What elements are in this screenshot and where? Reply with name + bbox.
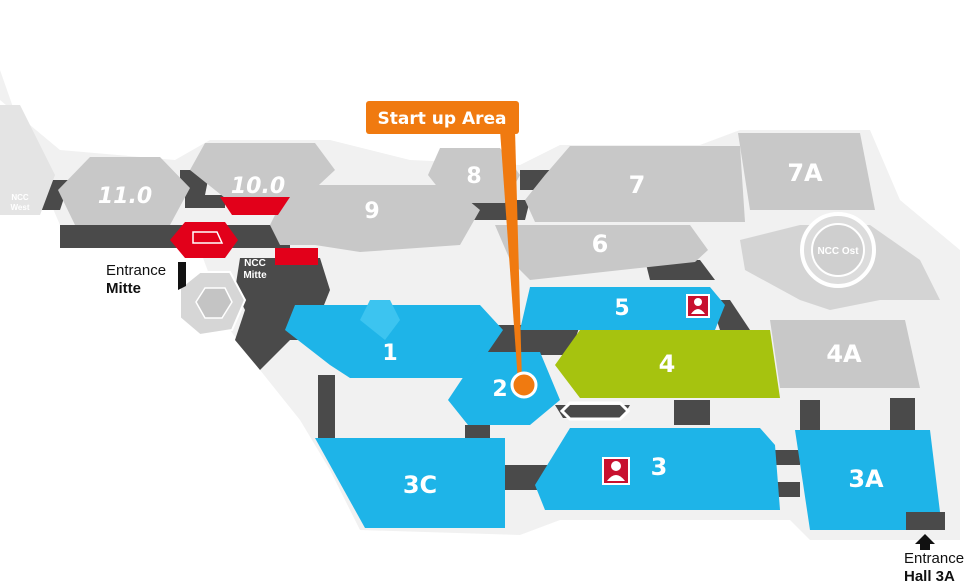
callout-text: Start up Area — [377, 109, 506, 129]
entrance-mitte-arrow-icon — [178, 262, 186, 290]
hall-7A-label: 7A — [787, 159, 823, 187]
hall-3-shape[interactable] — [535, 428, 780, 510]
entrance-3a-label-line1: Entrance — [904, 550, 964, 567]
hall-4A-shape[interactable] — [770, 320, 920, 388]
hall-7-label: 7 — [629, 171, 646, 199]
red-markers — [170, 197, 318, 265]
info-point-hall-5[interactable] — [686, 294, 710, 318]
red-hex-entrance — [170, 222, 238, 258]
ncc-ost-label: NCC Ost — [817, 246, 859, 257]
hall-3C-label: 3C — [403, 471, 437, 499]
building-labels: NCC West NCC Mitte NCC Ost — [11, 193, 860, 281]
hall-10-0-shape[interactable] — [190, 143, 335, 198]
entrance-mitte-label-line2: Mitte — [106, 280, 141, 297]
hall-9-shape[interactable] — [270, 185, 480, 252]
ncc-west-building — [0, 105, 55, 215]
entrance-mitte: Entrance Mitte — [106, 262, 186, 297]
ncc-west-label-line1: NCC — [11, 193, 29, 202]
hall-3-label: 3 — [651, 453, 668, 481]
start-up-area-marker — [510, 371, 538, 399]
hall-7A-shape[interactable] — [738, 133, 875, 210]
ncc-mitte-label-line2: Mitte — [243, 270, 267, 281]
person-icon — [607, 461, 625, 481]
corridor-hex — [559, 401, 631, 421]
hall-2-label: 2 — [492, 377, 507, 402]
callout-box — [366, 101, 519, 134]
entrance-3a-label-line2: Hall 3A — [904, 568, 955, 585]
entrance-mitte-label-line1: Entrance — [106, 262, 166, 279]
hall-5-shape[interactable] — [520, 287, 725, 330]
hall-3C-shape[interactable] — [315, 438, 505, 528]
hall-9-label: 9 — [364, 199, 379, 224]
hall-3A-label: 3A — [848, 465, 884, 493]
hall-5-label: 5 — [614, 296, 629, 321]
entrance-3a-arrow-icon — [915, 534, 935, 550]
hall-3A-shape[interactable] — [795, 430, 940, 530]
hall-8-shape[interactable] — [428, 148, 520, 203]
ncc-west-label-line2: West — [11, 203, 30, 212]
info-point-hall-3[interactable] — [602, 457, 630, 485]
person-icon — [691, 298, 705, 314]
hall-11-0-shape[interactable] — [58, 157, 190, 225]
hall-labels: 11.0 10.0 9 8 7 7A 6 5 4 4A 1 2 3 3C 3A — [98, 159, 884, 499]
hall-6-shape[interactable] — [495, 225, 708, 280]
grey-halls — [0, 105, 940, 388]
hall-7-shape[interactable] — [525, 146, 745, 222]
hall-8-label: 8 — [466, 164, 481, 189]
hall-1-label: 1 — [382, 341, 397, 366]
callout-pointer — [500, 130, 522, 382]
blue-halls — [285, 287, 940, 530]
entrance-3a: Entrance Hall 3A — [904, 534, 964, 585]
ncc-mitte-label-line1: NCC — [244, 258, 266, 269]
hall-1-shape[interactable] — [285, 305, 503, 378]
hall-4-shape[interactable] — [555, 330, 780, 398]
hall-10-0-label: 10.0 — [231, 174, 285, 199]
hall-11-0-label: 11.0 — [98, 184, 152, 209]
hall-2-shape[interactable] — [448, 352, 560, 425]
hall-4-label: 4 — [659, 350, 676, 378]
hall-6-label: 6 — [592, 230, 609, 258]
start-up-area-callout[interactable]: Start up Area — [366, 101, 538, 399]
hall-4A-label: 4A — [826, 340, 862, 368]
